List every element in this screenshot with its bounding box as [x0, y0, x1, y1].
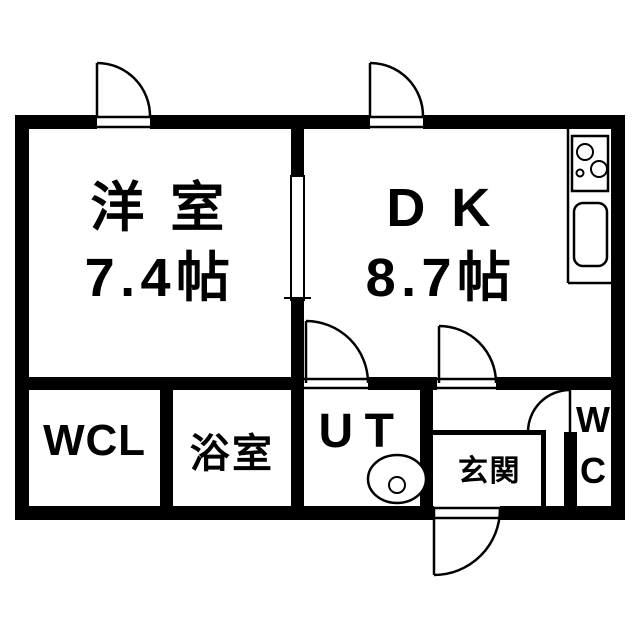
kitchen-counter: [566, 129, 611, 285]
room-dk-name: D K: [386, 178, 496, 238]
door-wc-arc: [526, 388, 571, 433]
wall-mid-c: [496, 377, 611, 390]
door-dk-top-arc: [369, 61, 425, 117]
wash-basin: [366, 453, 428, 505]
room-entrance: 玄関: [458, 455, 521, 488]
room-utility: UT: [318, 405, 406, 458]
wall-top-right: [423, 115, 625, 129]
basin-drain: [388, 476, 406, 494]
room-western: 洋 室 7.4帖: [29, 173, 291, 313]
partition-panel: [290, 175, 305, 301]
door-western-arc: [96, 61, 152, 117]
room-western-size: 7.4帖: [84, 248, 236, 308]
genkan-side-edge: [541, 430, 546, 506]
door-ut-dk-arc: [305, 319, 370, 384]
wall-right: [611, 115, 625, 520]
wall-mid-b: [368, 377, 437, 390]
door-symbols: [95, 61, 572, 577]
room-walk-in-closet: WCL: [43, 416, 146, 465]
wall-top-middle: [150, 115, 370, 129]
room-western-name: 洋 室: [90, 178, 230, 238]
wall-left: [15, 115, 29, 520]
wall-wc-left: [564, 432, 577, 506]
wall-bottom-right: [500, 506, 625, 520]
room-bathroom: 浴室: [189, 432, 275, 476]
door-hall-dk-arc: [438, 324, 498, 384]
room-dk-size: 8.7帖: [365, 248, 517, 308]
genkan-step: [433, 430, 546, 506]
stove-burner-small: [575, 168, 585, 178]
wall-bottom-left: [15, 506, 434, 520]
door-thresholds: [97, 115, 500, 520]
stove-burner-2: [590, 160, 608, 178]
wall-top-left: [15, 115, 97, 129]
stove-burner-1: [576, 143, 594, 161]
genkan-step-edge: [433, 430, 546, 435]
room-toilet: WC: [576, 399, 610, 492]
wall-mid-a: [29, 377, 304, 390]
kitchen-sink: [572, 201, 609, 268]
room-dining-kitchen: D K 8.7帖: [310, 173, 572, 313]
wall-wcl-bath: [160, 390, 173, 506]
door-entrance-arc: [433, 508, 502, 577]
stove: [570, 134, 610, 193]
